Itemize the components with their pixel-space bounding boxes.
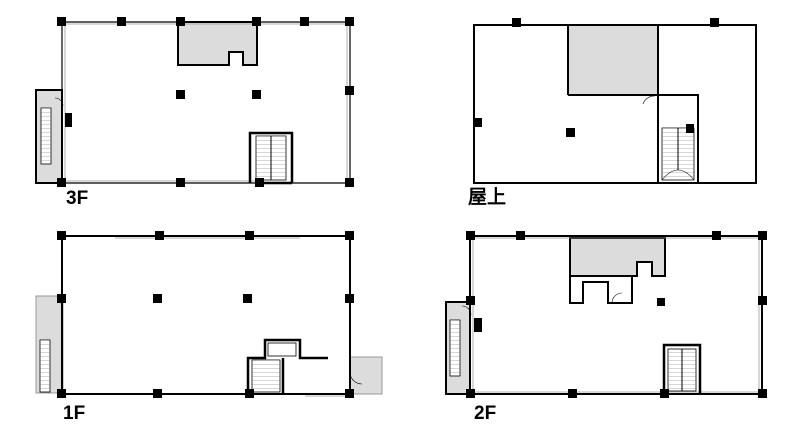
- columns-rooftop: [474, 18, 719, 137]
- stairs-1f-interior: [267, 342, 297, 357]
- shaded-area-rooftop: [568, 25, 658, 95]
- shaded-void-3f: [177, 21, 258, 66]
- floor-plan-rooftop: [473, 18, 757, 184]
- interior-wall-2f: [569, 276, 633, 304]
- door-swing-rooftop: [642, 95, 656, 105]
- stair-wall-3f: [248, 131, 294, 183]
- door-swing-1f: [349, 371, 363, 385]
- door-swing-3f: [54, 97, 64, 107]
- floor-plan-2f: [445, 231, 767, 398]
- shaded-void-2f: [569, 237, 666, 277]
- stair-wall-1f: [246, 338, 328, 394]
- floor-label-rooftop: 屋上: [468, 187, 507, 208]
- exterior-wall-1f: [61, 235, 351, 397]
- exterior-wall-rooftop: [473, 24, 757, 184]
- columns-3f: [57, 17, 354, 187]
- shaded-entry-1f: [349, 356, 383, 395]
- floor-label-1f: 1F: [63, 403, 86, 424]
- stair-wall-2f: [662, 343, 702, 394]
- columns-2f: [466, 231, 767, 398]
- floor-plan-3f: [35, 17, 354, 187]
- floor-plan-1f: [35, 231, 383, 398]
- door-swing-2f: [611, 292, 623, 304]
- floor-label-2f: 2F: [474, 403, 497, 424]
- stair-annex-3f: [35, 89, 63, 184]
- floor-label-3f: 3F: [66, 188, 89, 209]
- columns-1f: [57, 231, 354, 398]
